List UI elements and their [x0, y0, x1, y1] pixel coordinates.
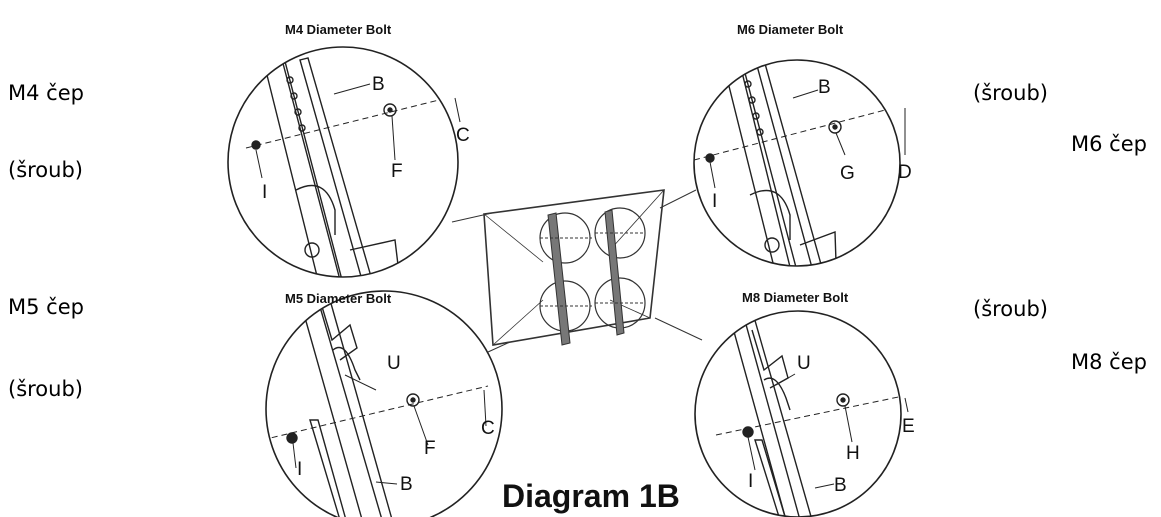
m6-bolt-label: M6 čep — [1071, 132, 1147, 156]
m4-panel: M4 Diameter Bolt B C F I — [227, 22, 470, 278]
part-h-label: H — [846, 443, 860, 464]
m8-panel: M8 Diameter Bolt U E H I B — [694, 290, 915, 517]
part-c-label: C — [481, 418, 495, 439]
m4-screw-label: (šroub) — [8, 158, 83, 182]
m5-panel: M5 Diameter Bolt U C F I B — [265, 290, 503, 517]
part-g-label: G — [840, 163, 855, 184]
overview-mount — [483, 189, 665, 346]
part-d-label: D — [898, 162, 912, 183]
part-f-label: F — [424, 438, 436, 459]
part-u-label: U — [387, 353, 401, 374]
m6-screw-label: (šroub) — [973, 81, 1048, 105]
part-i-label: I — [712, 191, 717, 212]
part-b-label: B — [400, 474, 413, 495]
diagram-caption: Diagram 1B — [502, 478, 680, 514]
part-i-label: I — [297, 459, 302, 480]
m8-bolt-label: M8 čep — [1071, 350, 1147, 374]
m5-screw-label: (šroub) — [8, 377, 83, 401]
m4-title: M4 Diameter Bolt — [285, 22, 392, 37]
m8-title: M8 Diameter Bolt — [742, 290, 849, 305]
m4-bolt-label: M4 čep — [8, 81, 84, 105]
m6-title: M6 Diameter Bolt — [737, 22, 844, 37]
m5-title: M5 Diameter Bolt — [285, 291, 392, 306]
m6-panel: M6 Diameter Bolt B D G I — [693, 22, 912, 267]
part-b-label: B — [834, 475, 847, 496]
part-e-label: E — [902, 416, 915, 437]
part-i-label: I — [748, 471, 753, 492]
part-b-label: B — [372, 74, 385, 95]
part-f-label: F — [391, 161, 403, 182]
part-u-label: U — [797, 353, 811, 374]
m8-screw-label: (šroub) — [973, 297, 1048, 321]
part-i-label: I — [262, 182, 267, 203]
m5-bolt-label: M5 čep — [8, 295, 84, 319]
part-c-label: C — [456, 125, 470, 146]
part-b-label: B — [818, 77, 831, 98]
